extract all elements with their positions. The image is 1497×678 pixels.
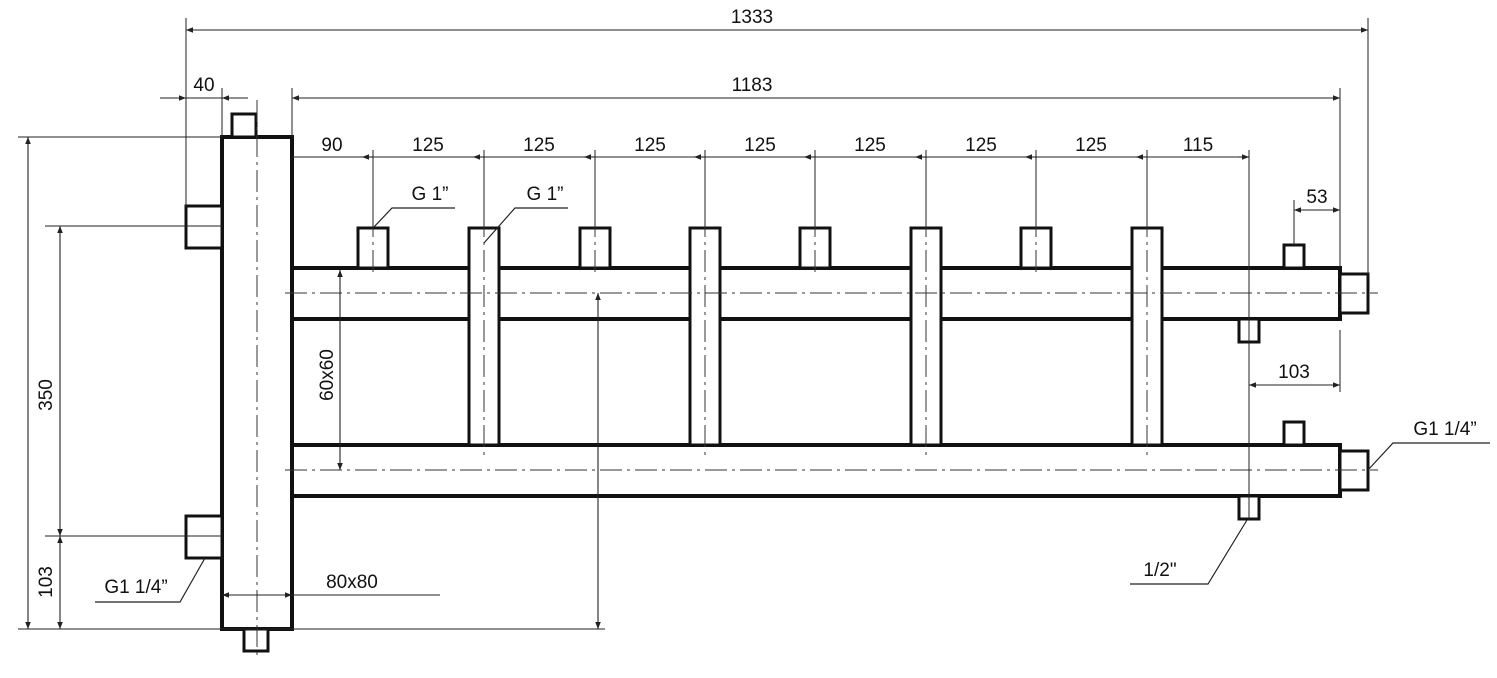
- header-section-label: 60x60: [317, 349, 338, 401]
- drain-offset-label: 103: [1278, 362, 1310, 383]
- return-vent-nipple: [1282, 420, 1306, 447]
- spacing-label: 125: [523, 135, 555, 156]
- header-length-label: 1183: [732, 75, 773, 96]
- separator-lower-port: [184, 514, 224, 560]
- spacing-label: 125: [744, 135, 776, 156]
- separator-bottom-nipple: [242, 627, 270, 653]
- outlet-thread-label: G 1”: [527, 184, 564, 205]
- height-label: 350: [36, 379, 57, 411]
- overall-length-label: 1333: [731, 7, 773, 28]
- separator-fittings: [184, 112, 270, 653]
- leader-lines: [95, 207, 1490, 603]
- inlet-port-label: G1 1/4”: [1413, 419, 1476, 440]
- spacing-label: 125: [1075, 135, 1107, 156]
- separator-port-label: G1 1/4”: [104, 577, 167, 598]
- dimension-labels: 1333 1183 40 90 125 125 125 125 125 125 …: [36, 7, 1477, 598]
- spacing-last-label: 115: [1183, 135, 1213, 156]
- spacing-label: 125: [412, 135, 444, 156]
- spacing-label: 125: [854, 135, 886, 156]
- separator-upper-port: [184, 204, 224, 250]
- wall-offset-label: 40: [193, 75, 214, 96]
- center-lines: [256, 100, 1378, 660]
- end-offset-label: 53: [1306, 187, 1327, 208]
- separator-top-nipple: [230, 112, 258, 139]
- supply-vent-nipple: [1282, 243, 1306, 270]
- spacing-first-label: 90: [321, 135, 342, 156]
- extension-lines: [18, 18, 1369, 630]
- bottom-offset-label: 103: [36, 566, 57, 598]
- separator-section-label: 80x80: [326, 572, 378, 593]
- spacing-label: 125: [965, 135, 997, 156]
- outlet-thread-label: G 1”: [412, 184, 449, 205]
- spacing-label: 125: [634, 135, 666, 156]
- drain-port-label: 1/2": [1143, 560, 1176, 581]
- dimension-lines: [25, 27, 1368, 629]
